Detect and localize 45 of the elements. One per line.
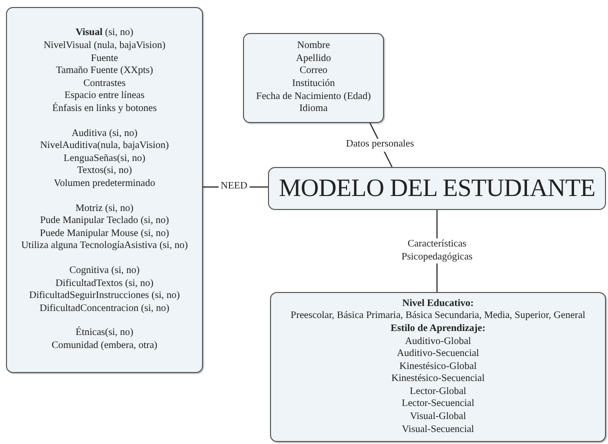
edge-label: Datos personales (344, 138, 416, 152)
title-box (268, 167, 606, 210)
attribute-text: Idioma (299, 103, 328, 116)
attribute-box (270, 292, 606, 442)
attribute-text: NivelAuditiva(nula, bajaVision) (40, 140, 169, 153)
section-heading: Estilo de Aprendizaje: (390, 322, 486, 336)
attribute-text: Preescolar, Básica Primaria, Básica Secundaria, Media, Superior, General (290, 310, 586, 323)
attribute-text: Apellido (296, 52, 331, 66)
attribute-text: Volumen predeterminado (54, 178, 156, 191)
attribute-text: Lector-Global (410, 386, 466, 398)
attribute-text: Auditiva (si, no) (72, 128, 138, 140)
attribute-text: Visual-Secuencial (402, 424, 474, 436)
attribute-text: DificultadTextos (si, no) (56, 278, 154, 290)
attribute-text: NivelVisual (nula, bajaVision) (44, 40, 166, 53)
attribute-text: Cognitiva (si, no) (69, 264, 140, 278)
attribute-text: Utiliza alguna TecnologíaAsistiva (si, no) (21, 240, 188, 253)
attribute-text: Puede Manipular Mouse (si, no) (40, 228, 170, 240)
section-heading: Nivel Educativo: (402, 298, 474, 310)
attribute-text: Comunidad (embera, otra) (52, 340, 158, 353)
attribute-text: Kinestésico-Secuencial (391, 373, 485, 386)
attribute-text: Kinestésico-Global (399, 360, 477, 374)
attribute-text: Correo (300, 65, 328, 78)
attribute-text: Nombre (297, 40, 330, 53)
attribute-text: Motriz (si, no) (75, 202, 134, 216)
attribute-text: Énfasis en links y botones (52, 103, 157, 116)
attribute-text: Visual (si, no) (76, 27, 134, 40)
attribute-text: Pude Manipular Teclado (si, no) (40, 215, 169, 228)
attribute-box (243, 33, 384, 123)
attribute-box (6, 7, 203, 373)
node-label: MODELO DEL ESTUDIANTE (278, 174, 596, 204)
attribute-text: Institución (292, 78, 335, 91)
attribute-text: Visual-Global (410, 411, 466, 424)
attribute-text: Espacio entre líneas (64, 90, 144, 102)
attribute-text: Tamaño Fuente (XXpts) (56, 65, 154, 78)
attribute-text: Lector-Secuencial (402, 398, 474, 412)
attribute-text: Étnicas(si, no) (76, 327, 134, 340)
attribute-text: Contrastes (83, 78, 126, 90)
attribute-text: Fuente (90, 52, 118, 66)
attribute-text: DificultadSeguirInstrucciones (si, no) (29, 290, 180, 303)
attribute-text: Fecha de Nacimiento (Edad) (256, 90, 371, 104)
attribute-text: Textos(si, no) (77, 165, 132, 178)
attribute-text: Auditivo-Global (404, 336, 472, 348)
attribute-text: LenguaSeñas(si, no) (64, 152, 146, 166)
attribute-text: Auditivo-Secuencial (396, 348, 480, 361)
attribute-text: DificultadConcentracion (si, no) (40, 302, 170, 316)
